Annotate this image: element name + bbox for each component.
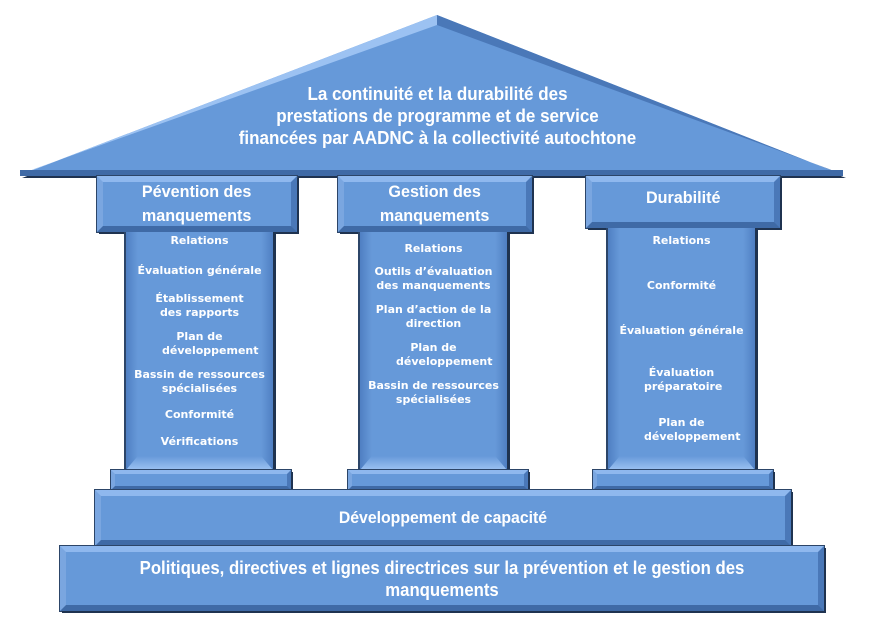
pillar-item: Conformité bbox=[164, 408, 235, 421]
pillar-item: Plan de développement bbox=[396, 341, 493, 368]
pillar-title-line: Durabilité bbox=[645, 188, 721, 207]
pillar-title-line: Gestion des bbox=[388, 182, 482, 201]
pillar-shaft-management: Relations Outils d’évaluation des manque… bbox=[358, 232, 510, 470]
pillar-item: Plan d’action de la direction bbox=[375, 303, 492, 330]
pillar-item: Plan de développement bbox=[162, 330, 259, 357]
pillar-plinth-sustainability bbox=[593, 470, 773, 490]
pillar-item: Plan de développement bbox=[644, 416, 741, 443]
roof-title-line: prestations de programme et de service bbox=[276, 105, 599, 126]
pillar-item: Vérifications bbox=[160, 435, 239, 448]
pillar-item: Relations bbox=[404, 242, 463, 255]
shaft-bevel bbox=[360, 456, 507, 470]
roof-bevel-left bbox=[20, 15, 437, 175]
pillar-item: Évaluation générale bbox=[137, 264, 262, 277]
pillar-title-line: manquements bbox=[142, 206, 252, 225]
capacity-development-label: Développement de capacité bbox=[338, 508, 548, 527]
pillar-item: Conformité bbox=[646, 279, 717, 292]
pillar-item: Évaluation générale bbox=[619, 324, 744, 337]
pillar-item: Relations bbox=[652, 234, 711, 247]
pillar-item: Bassin de ressources spécialisées bbox=[134, 368, 265, 395]
pillar-title-line: Pévention des bbox=[142, 182, 252, 201]
roof-pediment bbox=[20, 15, 846, 178]
pillar-item: Bassin de ressources spécialisées bbox=[368, 379, 499, 406]
pillar-item: Établissement des rapports bbox=[155, 292, 244, 319]
pillar-item: Relations bbox=[170, 234, 229, 247]
policies-label: Politiques, directives et lignes directr… bbox=[139, 557, 745, 600]
roof-bevel-right bbox=[437, 15, 843, 175]
pillar-plinth-management bbox=[348, 470, 528, 490]
roof-shape bbox=[20, 15, 843, 175]
pillar-title-line: manquements bbox=[380, 206, 490, 225]
pillar-item: Outils d’évaluation des manquements bbox=[374, 265, 493, 292]
pillar-plinth-prevention bbox=[111, 470, 291, 490]
capacity-development-step: Développement de capacité bbox=[95, 490, 791, 546]
pillar-shaft-sustainability: Relations Conformité Évaluation générale… bbox=[606, 228, 758, 470]
shaft-bevel bbox=[608, 456, 755, 470]
roof-title-line: La continuité et la durabilité des bbox=[307, 83, 568, 104]
roof-title-line: financées par AADNC à la collectivité au… bbox=[238, 127, 637, 148]
pillar-capital-management: Gestion des manquements bbox=[338, 176, 532, 232]
shaft-bevel bbox=[126, 456, 273, 470]
pillar-capital-prevention: Pévention des manquements bbox=[97, 176, 297, 232]
policies-foundation: Politiques, directives et lignes directr… bbox=[60, 546, 824, 611]
roof-title: La continuité et la durabilité des prest… bbox=[219, 83, 656, 149]
roof-bottom-edge bbox=[20, 170, 843, 176]
pillar-shaft-prevention: Relations Évaluation générale Établissem… bbox=[124, 232, 276, 470]
pillar-capital-sustainability: Durabilité bbox=[586, 176, 780, 228]
pillar-item: Évaluation préparatoire bbox=[644, 366, 723, 393]
